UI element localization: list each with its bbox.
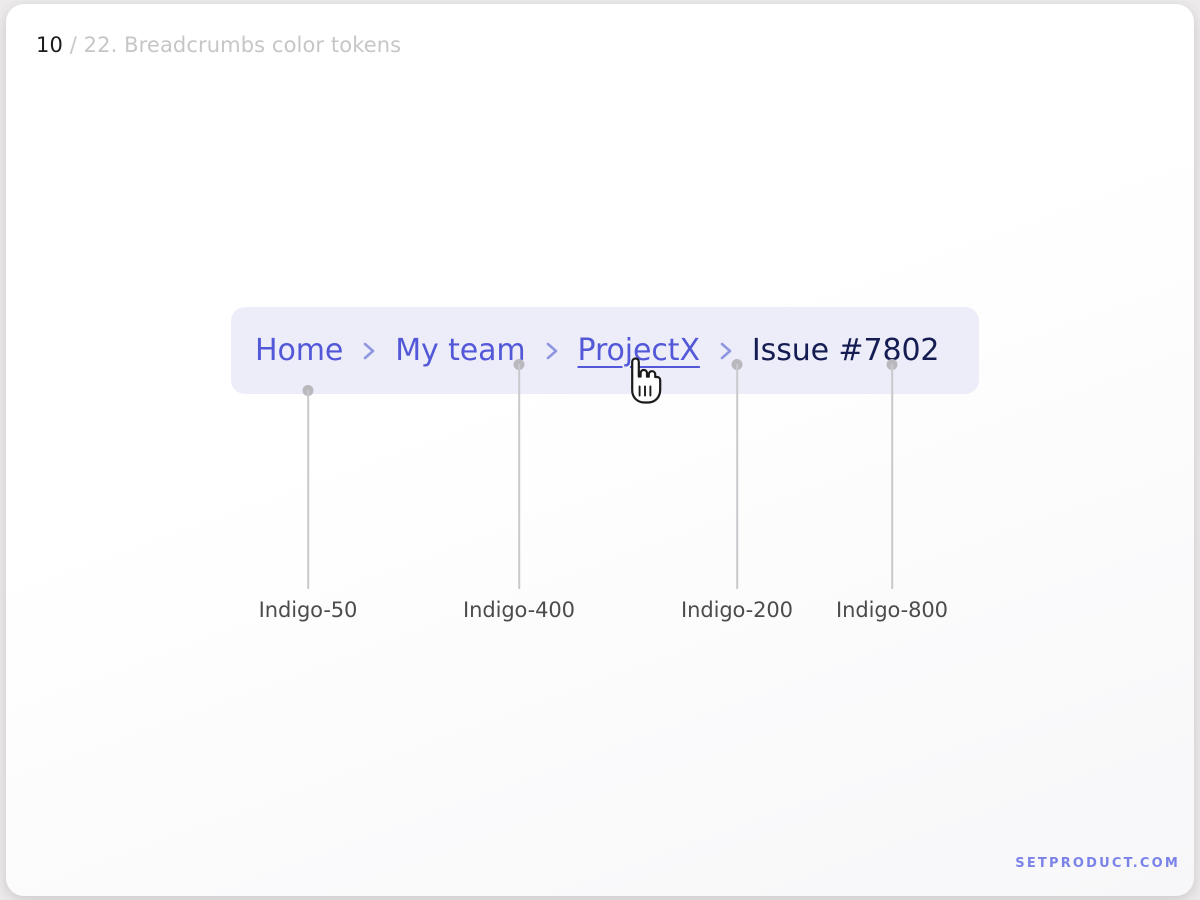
slide-separator: / xyxy=(69,33,77,57)
chevron-right-icon xyxy=(535,334,569,368)
slide-number: 10 xyxy=(36,33,63,57)
slide-header: 10 / 22. Breadcrumbs color tokens xyxy=(36,30,401,60)
watermark: SETPRODUCT.COM xyxy=(1015,856,1180,871)
annotation-layer: Indigo-50 Indigo-400 Indigo-200 Indigo-8… xyxy=(6,4,1194,896)
breadcrumb-item-current: Issue #7802 xyxy=(751,332,940,368)
annotation-line xyxy=(307,390,309,589)
chevron-right-icon xyxy=(352,334,386,368)
annotation-line xyxy=(518,364,520,589)
annotation-line xyxy=(736,364,738,589)
page-title: 22. Breadcrumbs color tokens xyxy=(83,33,402,57)
pointer-hand-cursor xyxy=(622,356,664,406)
slide-card: 10 / 22. Breadcrumbs color tokens Home M… xyxy=(6,4,1194,896)
annotation-line xyxy=(891,364,893,589)
annotation-label: Indigo-50 xyxy=(258,598,358,622)
annotation-label: Indigo-200 xyxy=(681,598,793,622)
annotation-label: Indigo-800 xyxy=(836,598,948,622)
chevron-right-icon xyxy=(709,334,743,368)
breadcrumb: Home My team ProjectX Issue #7802 xyxy=(231,307,979,394)
breadcrumb-item-home[interactable]: Home xyxy=(255,332,344,368)
annotation-label: Indigo-400 xyxy=(463,598,575,622)
breadcrumb-item-my-team[interactable]: My team xyxy=(395,332,526,368)
